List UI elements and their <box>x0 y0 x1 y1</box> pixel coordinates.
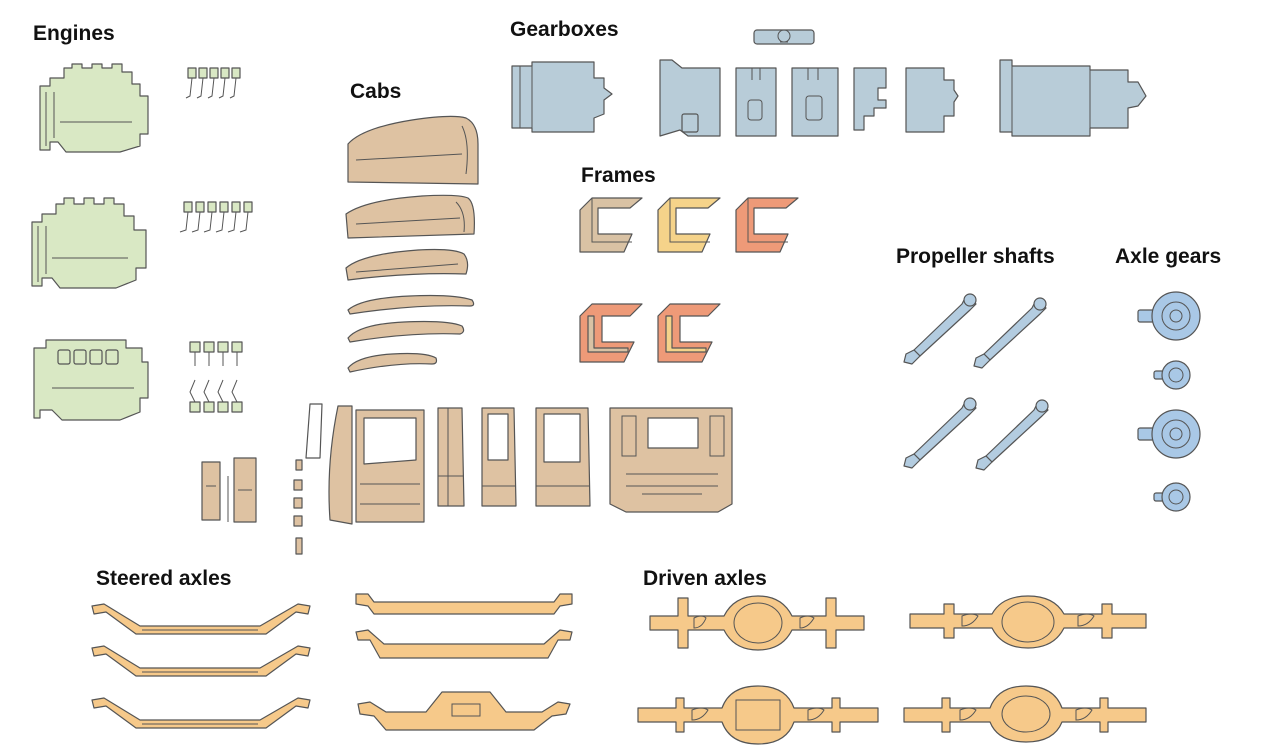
propeller-shaft-1 <box>903 293 977 365</box>
cab-door-1 <box>437 407 465 507</box>
cab-step-brackets <box>293 459 303 555</box>
engine-pistons-1 <box>185 67 241 99</box>
gearbox-1 <box>511 61 613 133</box>
frame-rail-orange <box>735 197 799 253</box>
gearbox-2 <box>999 59 1147 137</box>
cab-roof-5 <box>347 320 465 343</box>
engines-heading: Engines <box>33 22 115 45</box>
cab-door-2 <box>481 407 517 507</box>
engine-block-3 <box>33 339 149 421</box>
propeller-shaft-4 <box>975 399 1049 471</box>
gearbox-top-cover <box>753 29 815 45</box>
steered-axle-4 <box>355 593 573 615</box>
gearbox-housing-1 <box>659 59 721 137</box>
gearbox-housing-3 <box>791 67 839 137</box>
cab-roof-2 <box>345 194 475 239</box>
gearbox-housing-4 <box>853 67 887 131</box>
steered-axle-2 <box>91 645 311 677</box>
driven-axle-1 <box>649 595 865 651</box>
frame-rail-double-orange <box>579 303 643 363</box>
steered-axles-heading: Steered axles <box>96 567 232 590</box>
driven-axle-4 <box>903 685 1147 743</box>
steered-axle-1 <box>91 603 311 635</box>
cab-side-wall <box>328 405 425 525</box>
driven-axle-2 <box>909 595 1147 649</box>
cab-front-panel <box>609 407 733 513</box>
steered-axle-6 <box>357 691 571 731</box>
axle-gear-large-1 <box>1137 291 1201 341</box>
propeller-shaft-3 <box>903 397 977 469</box>
steered-axle-5 <box>355 629 573 659</box>
frame-rail-yellow <box>657 197 721 253</box>
engine-pistons-2 <box>179 201 253 233</box>
engine-pistons-3 <box>189 341 243 413</box>
cab-roof-3 <box>345 248 469 281</box>
cab-roof-4 <box>347 294 475 315</box>
gearboxes-heading: Gearboxes <box>510 18 619 41</box>
driven-axle-3 <box>637 685 879 745</box>
cab-mirror-glass <box>305 403 323 459</box>
gearbox-housing-2 <box>735 67 777 137</box>
axle-gear-small-2 <box>1153 482 1191 512</box>
frames-heading: Frames <box>581 164 656 187</box>
cab-door-3 <box>535 407 591 507</box>
steered-axle-3 <box>91 697 311 729</box>
frame-rail-tan <box>579 197 643 253</box>
cab-roof-6 <box>347 352 438 373</box>
propeller-shafts-heading: Propeller shafts <box>896 245 1055 268</box>
cabs-heading: Cabs <box>350 80 402 103</box>
axle-gears-heading: Axle gears <box>1115 245 1222 268</box>
frame-rail-double-yellow <box>657 303 721 363</box>
cab-side-panels <box>201 457 257 523</box>
engine-block-1 <box>39 63 149 153</box>
cab-roof-1 <box>347 115 479 185</box>
propeller-shaft-2 <box>973 297 1047 369</box>
engine-block-2 <box>31 197 147 289</box>
axle-gear-large-2 <box>1137 409 1201 459</box>
gearbox-housing-5 <box>905 67 959 133</box>
driven-axles-heading: Driven axles <box>643 567 767 590</box>
axle-gear-small-1 <box>1153 360 1191 390</box>
